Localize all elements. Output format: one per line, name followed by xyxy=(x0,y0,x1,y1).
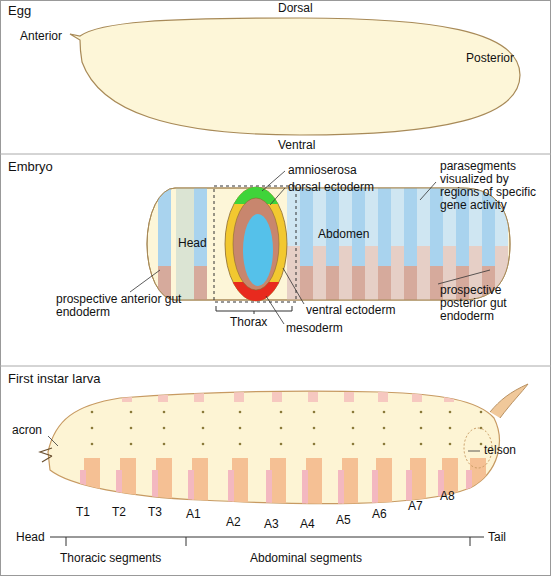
label: A8 xyxy=(440,490,455,503)
label: T3 xyxy=(148,506,162,519)
label: A1 xyxy=(186,508,201,521)
label: Tail xyxy=(488,531,506,544)
mouth-hooks xyxy=(40,448,52,462)
label: T2 xyxy=(112,506,126,519)
label: parasegments visualized by regions of sp… xyxy=(440,160,546,212)
label: Thorax xyxy=(230,316,267,329)
label: A2 xyxy=(226,516,241,529)
label: ventral ectoderm xyxy=(306,304,395,317)
divider xyxy=(0,366,551,367)
egg-outline xyxy=(70,18,520,135)
label: A4 xyxy=(300,518,315,531)
label: amnioserosa xyxy=(288,164,357,177)
label: Posterior xyxy=(466,52,514,65)
thorax-bracket xyxy=(216,306,292,314)
segment-bracket xyxy=(50,537,484,546)
label: mesoderm xyxy=(286,322,343,335)
label: A6 xyxy=(372,508,387,521)
label: First instar larva xyxy=(8,372,100,385)
leader-line xyxy=(130,171,490,324)
posterior-spiracle xyxy=(490,384,528,418)
label: Head xyxy=(178,237,207,250)
label: Thoracic segments xyxy=(60,552,161,565)
label: telson xyxy=(484,444,516,457)
label: prospective anterior gut endoderm xyxy=(56,293,186,319)
label: Egg xyxy=(8,4,31,17)
label: acron xyxy=(12,424,42,437)
denticle-dots xyxy=(91,411,483,446)
label: Ventral xyxy=(278,139,315,152)
label: A5 xyxy=(336,514,351,527)
label: dorsal ectoderm xyxy=(288,181,374,194)
cross-section xyxy=(225,187,287,301)
label: Head xyxy=(16,531,45,544)
segment-bands xyxy=(80,392,486,510)
label: Abdominal segments xyxy=(250,552,362,565)
label: Dorsal xyxy=(278,2,313,15)
leader-line xyxy=(48,436,480,451)
label: A7 xyxy=(408,500,423,513)
label: Abdomen xyxy=(318,228,369,241)
label: Embryo xyxy=(8,160,53,173)
divider xyxy=(0,154,551,155)
label: A3 xyxy=(264,518,279,531)
label: prospective posterior gut endoderm xyxy=(440,284,544,323)
label: T1 xyxy=(76,506,90,519)
label: Anterior xyxy=(20,30,62,43)
thorax-outline xyxy=(214,186,296,302)
